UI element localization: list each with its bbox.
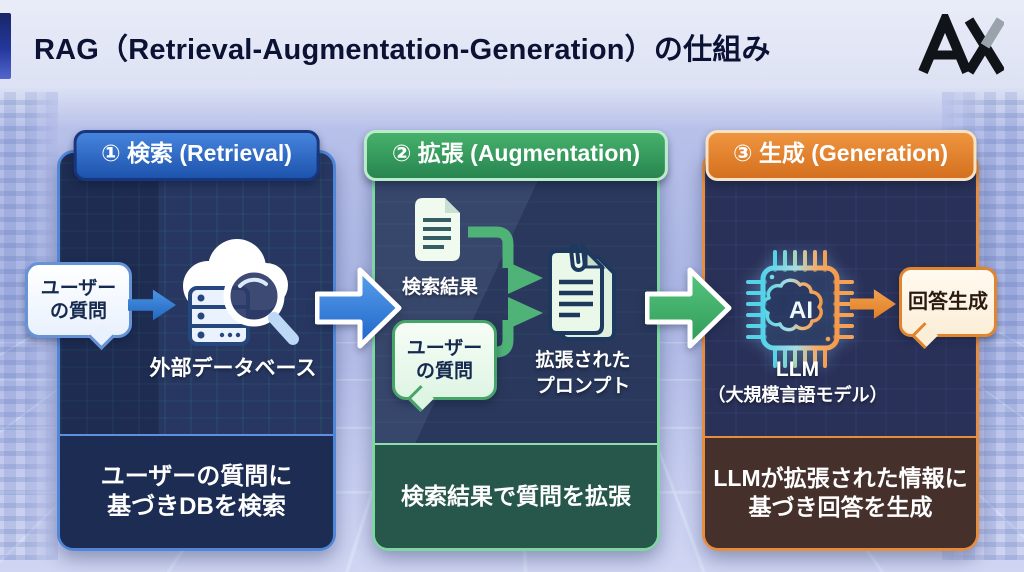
footer-text-line: 基づきDBを検索	[107, 493, 286, 520]
label-line: LLM	[775, 358, 820, 381]
database-label: 外部データベース	[149, 357, 317, 380]
header: RAG（Retrieval-Augmentation-Generation）の仕…	[0, 0, 1024, 90]
panel-retrieval-badge: ① 検索 (Retrieval)	[73, 130, 320, 181]
ai-chip-icon: AI	[746, 250, 854, 368]
augmented-prompt-label: 拡張された プロンプト	[508, 348, 658, 399]
bubble-text-line: の質問	[49, 301, 107, 322]
chip-ai-text: AI	[789, 297, 813, 324]
ax-logo-icon	[918, 14, 1004, 75]
panel-augmentation-footer: 検索結果で質問を拡張	[375, 443, 657, 548]
panel-retrieval-footer: ユーザーの質問に 基づきDBを検索	[60, 434, 333, 548]
panel-augmentation-badge: ② 拡張 (Augmentation)	[363, 130, 669, 181]
user-question-bubble: ユーザー の質問	[25, 262, 132, 338]
cloud-database-search-icon	[183, 239, 299, 346]
small-arrow-question-to-db-icon	[128, 289, 176, 321]
search-result-label: 検索結果	[401, 277, 478, 298]
bubble-text-line: の質問	[415, 361, 473, 382]
footer-text-line: LLMが拡張された情報に	[713, 465, 968, 492]
flow-arrow-retrieval-to-augmentation-icon	[315, 267, 402, 349]
bubble-text-line: ユーザー	[406, 337, 483, 359]
paperclip-documents-icon	[548, 244, 616, 341]
panel-generation-footer: LLMが拡張された情報に 基づき回答を生成	[705, 436, 976, 548]
label-line: （大規模言語モデル）	[707, 384, 888, 405]
page-title: RAG（Retrieval-Augmentation-Generation）の仕…	[34, 34, 771, 66]
footer-text-line: 基づき回答を生成	[748, 494, 933, 520]
search-result-document-icon	[415, 198, 460, 261]
label-line: プロンプト	[535, 375, 631, 397]
user-question-bubble: ユーザー の質問	[392, 320, 497, 400]
flow-arrow-augmentation-to-generation-icon	[645, 267, 732, 349]
answer-generation-bubble: 回答生成	[899, 267, 997, 337]
bubble-text-line: ユーザー	[40, 277, 117, 299]
llm-label: LLM （大規模言語モデル）	[695, 357, 900, 407]
panel-generation-badge: ③ 生成 (Generation)	[705, 130, 976, 181]
title-accent-bar	[0, 13, 11, 79]
footer-text-line: ユーザーの質問に	[100, 463, 293, 490]
bubble-text-line: 回答生成	[908, 290, 988, 313]
small-arrow-llm-to-answer-icon	[850, 289, 896, 319]
footer-text-line: 検索結果で質問を拡張	[401, 483, 631, 510]
label-line: 拡張された	[535, 350, 631, 371]
